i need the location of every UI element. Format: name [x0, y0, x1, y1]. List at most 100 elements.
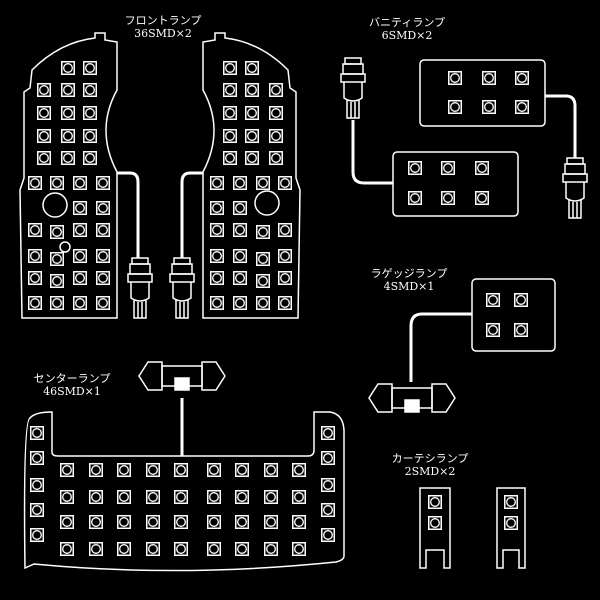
- front-left-led: [37, 151, 51, 165]
- led-body: [175, 543, 187, 555]
- led-body: [234, 202, 246, 214]
- front-right-led: [233, 296, 247, 310]
- led-body: [90, 464, 102, 476]
- front-right-led: [210, 249, 224, 263]
- center-led: [60, 515, 74, 529]
- led-body: [224, 107, 236, 119]
- led-body: [246, 107, 258, 119]
- front-left-led: [28, 296, 42, 310]
- front-right-led: [233, 223, 247, 237]
- led-body: [483, 101, 495, 113]
- led-body: [29, 297, 41, 309]
- center-led: [89, 490, 103, 504]
- led-lens: [294, 465, 304, 475]
- led-lens: [323, 480, 333, 490]
- front-left-led: [83, 129, 97, 143]
- led-lens: [225, 85, 235, 95]
- led-lens: [258, 298, 268, 308]
- led-lens: [85, 85, 95, 95]
- led-body: [38, 152, 50, 164]
- led-lens: [119, 544, 129, 554]
- led-lens: [235, 178, 245, 188]
- socket-flange: [562, 173, 588, 183]
- front-right-led: [245, 83, 259, 97]
- front-right-led: [256, 176, 270, 190]
- led-lens: [30, 298, 40, 308]
- led-body: [224, 152, 236, 164]
- led-body: [62, 152, 74, 164]
- center-led: [174, 490, 188, 504]
- led-lens: [225, 63, 235, 73]
- led-body: [246, 84, 258, 96]
- led-lens: [32, 453, 42, 463]
- vanity-wedge-plug-1: [340, 57, 366, 119]
- front-left-led: [96, 271, 110, 285]
- led-body: [51, 297, 63, 309]
- led-lens: [247, 108, 257, 118]
- festoon-cap-right: [431, 383, 456, 413]
- courtesy-led: [504, 516, 518, 530]
- center-led: [30, 528, 44, 542]
- socket-cap: [344, 57, 362, 65]
- vanity-led: [482, 71, 496, 85]
- courtesy-led: [504, 495, 518, 509]
- led-lens: [52, 298, 62, 308]
- led-body: [246, 152, 258, 164]
- led-lens: [91, 517, 101, 527]
- front-left-led: [73, 296, 87, 310]
- led-lens: [235, 273, 245, 283]
- socket-cap: [566, 157, 584, 165]
- vanity-led: [475, 161, 489, 175]
- led-lens: [294, 544, 304, 554]
- socket-body: [342, 63, 364, 75]
- led-lens: [477, 193, 487, 203]
- front-lamp-label: フロントランプ 36SMD×2: [125, 14, 202, 40]
- vanity-wire-2: [545, 94, 577, 158]
- led-lens: [62, 492, 72, 502]
- led-lens: [52, 276, 62, 286]
- center-led: [89, 463, 103, 477]
- led-body: [322, 427, 334, 439]
- led-body: [84, 152, 96, 164]
- led-body: [265, 464, 277, 476]
- vanity-lamp-name: バニティランプ: [368, 16, 446, 29]
- led-lens: [235, 225, 245, 235]
- front-left-led: [37, 129, 51, 143]
- center-led: [117, 515, 131, 529]
- led-body: [62, 84, 74, 96]
- led-lens: [323, 453, 333, 463]
- led-lens: [280, 298, 290, 308]
- front-left-led: [96, 296, 110, 310]
- led-lens: [294, 517, 304, 527]
- led-body: [29, 250, 41, 262]
- led-body: [257, 297, 269, 309]
- led-lens: [212, 203, 222, 213]
- led-lens: [119, 465, 129, 475]
- center-led: [30, 478, 44, 492]
- led-body: [175, 491, 187, 503]
- led-lens: [148, 492, 158, 502]
- led-body: [246, 130, 258, 142]
- center-led: [30, 503, 44, 517]
- led-lens: [443, 163, 453, 173]
- center-festoon-plug: [138, 361, 226, 391]
- led-body: [449, 72, 461, 84]
- festoon-junction: [404, 399, 420, 413]
- led-lens: [176, 465, 186, 475]
- socket-flange: [127, 273, 153, 283]
- front-right-led: [278, 223, 292, 237]
- vanity-board-1: [419, 59, 546, 127]
- led-body: [224, 130, 236, 142]
- led-lens: [488, 325, 498, 335]
- led-body: [62, 62, 74, 74]
- courtesy-lamp-label: カーテシランプ 2SMD×2: [392, 452, 469, 478]
- led-body: [74, 224, 86, 236]
- led-lens: [266, 544, 276, 554]
- bulb-terminals: [568, 200, 582, 219]
- led-lens: [280, 225, 290, 235]
- bulb-base: [565, 182, 585, 202]
- courtesy-led: [428, 495, 442, 509]
- center-led: [30, 451, 44, 465]
- front-right-led: [233, 271, 247, 285]
